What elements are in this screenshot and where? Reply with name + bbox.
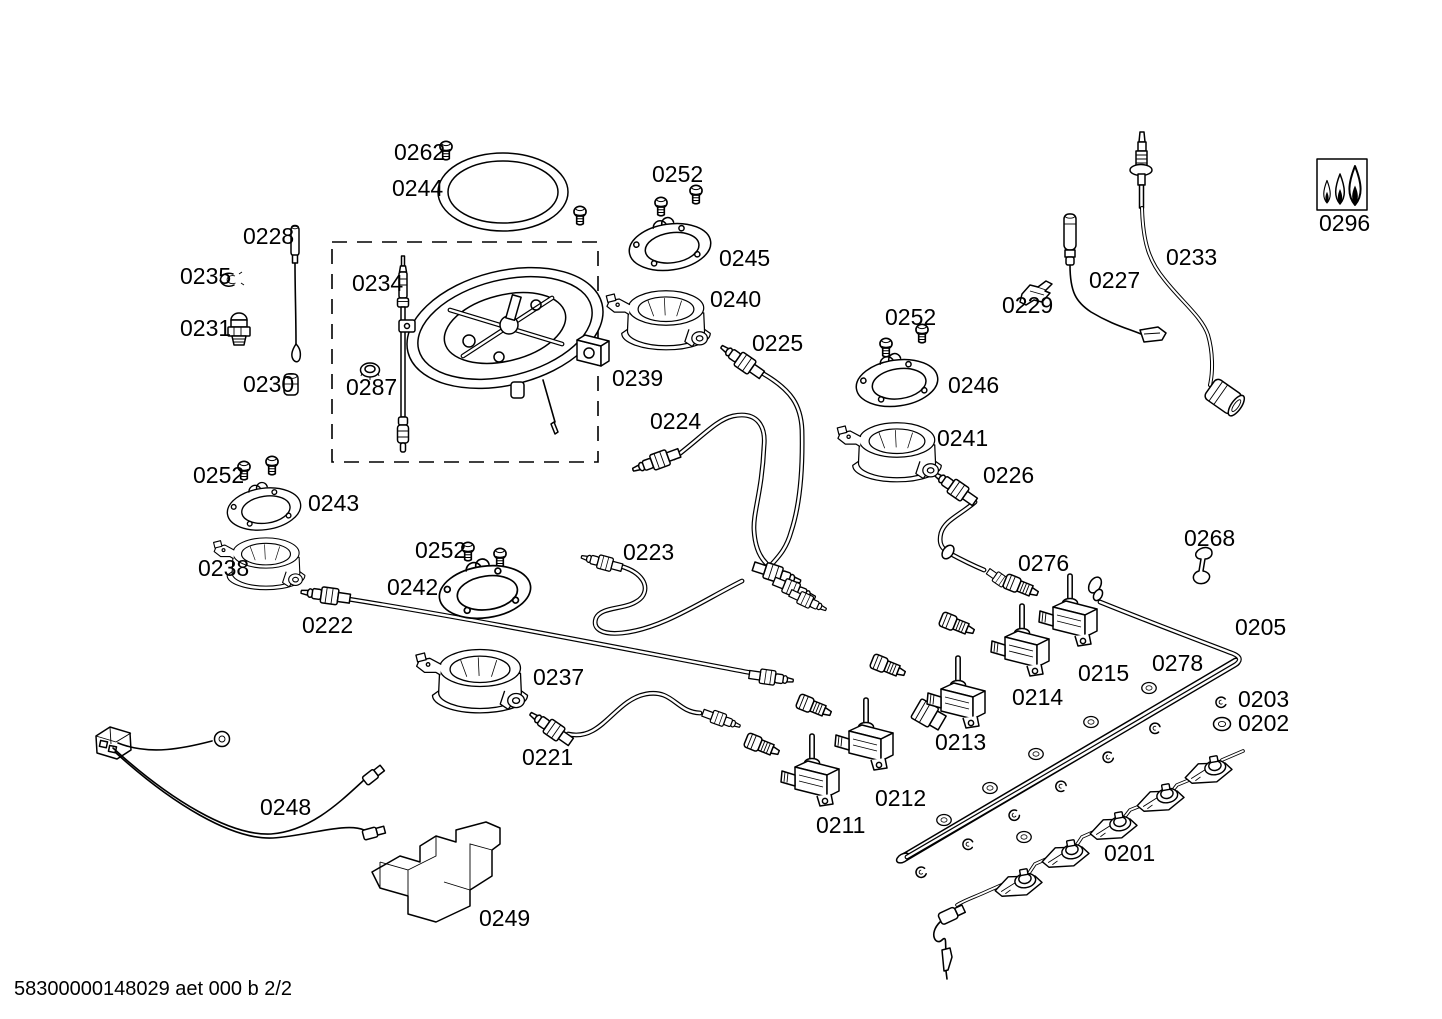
footer-doc-code: 58300000148029 aet 000 b 2/2 — [14, 978, 292, 1000]
part-label-0276: 0276 — [1018, 550, 1069, 576]
pipe-0225 — [716, 339, 802, 564]
part-0246-gasket — [851, 347, 942, 413]
injector-icon — [794, 692, 835, 722]
part-label-0214: 0214 — [1012, 684, 1063, 710]
injector-icon — [937, 610, 978, 640]
part-label-0252-2: 0252 — [885, 304, 936, 330]
part-0228-electrode — [290, 224, 302, 363]
part-label-0212: 0212 — [875, 785, 926, 811]
part-label-0221: 0221 — [522, 744, 573, 770]
part-label-0245: 0245 — [719, 245, 770, 271]
flame-icon-medium — [1334, 173, 1346, 205]
part-label-0244: 0244 — [392, 175, 443, 201]
part-label-0205: 0205 — [1235, 614, 1286, 640]
part-label-0240: 0240 — [710, 286, 761, 312]
flame-box — [1316, 158, 1368, 211]
part-label-0238: 0238 — [198, 555, 249, 581]
part-label-0229: 0229 — [1002, 292, 1053, 318]
part-label-0213: 0213 — [935, 729, 986, 755]
part-label-0222: 0222 — [302, 612, 353, 638]
part-0215-gas-valve — [1038, 573, 1098, 647]
part-0212-gas-valve — [834, 697, 894, 771]
pipe-0205 — [895, 576, 1239, 864]
part-label-0246: 0246 — [948, 372, 999, 398]
part-label-0224: 0224 — [650, 408, 701, 434]
part-label-0252-4: 0252 — [415, 537, 466, 563]
part-0234-electrode-long — [396, 255, 410, 453]
part-label-0237: 0237 — [533, 664, 584, 690]
part-0287-nut — [359, 362, 381, 380]
part-label-0234: 0234 — [352, 270, 403, 296]
screws-0252-top — [654, 184, 703, 217]
part-label-0233: 0233 — [1166, 244, 1217, 270]
part-label-0278: 0278 — [1152, 650, 1203, 676]
part-label-0268: 0268 — [1184, 525, 1235, 551]
injector-icon — [742, 731, 783, 761]
part-0241-burner-cup — [836, 422, 942, 483]
part-label-0228: 0228 — [243, 223, 294, 249]
part-label-0230: 0230 — [243, 371, 294, 397]
part-0244-ring-seal — [437, 152, 569, 232]
part-0213-gas-valve-thermostat — [910, 655, 986, 731]
part-0268-clip — [1192, 546, 1213, 585]
pipe-0226 — [929, 466, 1021, 597]
part-0242-gasket — [434, 552, 535, 625]
part-0201-ignition-harness — [932, 749, 1245, 980]
part-labels-layer: 0262 0244 0252 0245 0240 0228 0235 0231 0230 0234… — [180, 139, 1370, 931]
part-label-0252-1: 0252 — [652, 161, 703, 187]
flame-icon-small — [1323, 179, 1331, 204]
part-0296-flame-symbol — [1316, 158, 1368, 211]
pipe-0221 — [525, 693, 743, 750]
part-label-0203: 0203 — [1238, 686, 1289, 712]
part-label-0242: 0242 — [387, 574, 438, 600]
part-0248-cable-harness — [95, 726, 387, 841]
part-0235-clamp — [219, 271, 245, 287]
part-label-0201: 0201 — [1104, 840, 1155, 866]
injector-icon — [868, 652, 909, 682]
part-label-0235: 0235 — [180, 263, 231, 289]
pipe-0223 — [578, 549, 830, 633]
part-label-0202: 0202 — [1238, 710, 1289, 736]
part-label-0211: 0211 — [816, 812, 865, 838]
part-label-0215: 0215 — [1078, 660, 1129, 686]
part-label-0227: 0227 — [1089, 267, 1140, 293]
part-label-0241: 0241 — [937, 425, 988, 451]
part-0231-nozzle — [227, 312, 251, 346]
part-label-0223: 0223 — [623, 539, 674, 565]
part-label-0262: 0262 — [394, 139, 445, 165]
part-0230-sleeve — [283, 373, 299, 396]
part-0239-burner-assembly — [398, 266, 610, 435]
part-label-0252-3: 0252 — [193, 462, 244, 488]
part-0245-gasket — [624, 211, 715, 277]
part-label-0226: 0226 — [983, 462, 1034, 488]
screw-icon — [573, 205, 587, 226]
part-0211-gas-valve — [780, 733, 840, 807]
part-label-0287: 0287 — [346, 374, 397, 400]
part-label-0239: 0239 — [612, 365, 663, 391]
part-0227-probe — [1063, 213, 1167, 343]
part-0249-bracket — [371, 821, 501, 923]
legend-eclip-0203 — [1215, 696, 1227, 709]
part-label-0231: 0231 — [180, 315, 231, 341]
flame-icon-large — [1348, 165, 1362, 206]
screws-0252-mid — [461, 541, 507, 568]
part-0240-burner-cup — [605, 290, 711, 351]
part-0237-burner-cup — [415, 648, 529, 714]
part-0276-injector — [1001, 572, 1042, 602]
part-0233-ignition-plug — [1129, 131, 1246, 417]
part-label-0225: 0225 — [752, 330, 803, 356]
part-label-0248: 0248 — [260, 794, 311, 820]
part-label-0249: 0249 — [479, 905, 530, 931]
part-label-0243: 0243 — [308, 490, 359, 516]
legend-oring-0202 — [1212, 716, 1232, 732]
part-label-0296: 0296 — [1319, 210, 1370, 236]
part-0229-clip — [1019, 280, 1053, 306]
